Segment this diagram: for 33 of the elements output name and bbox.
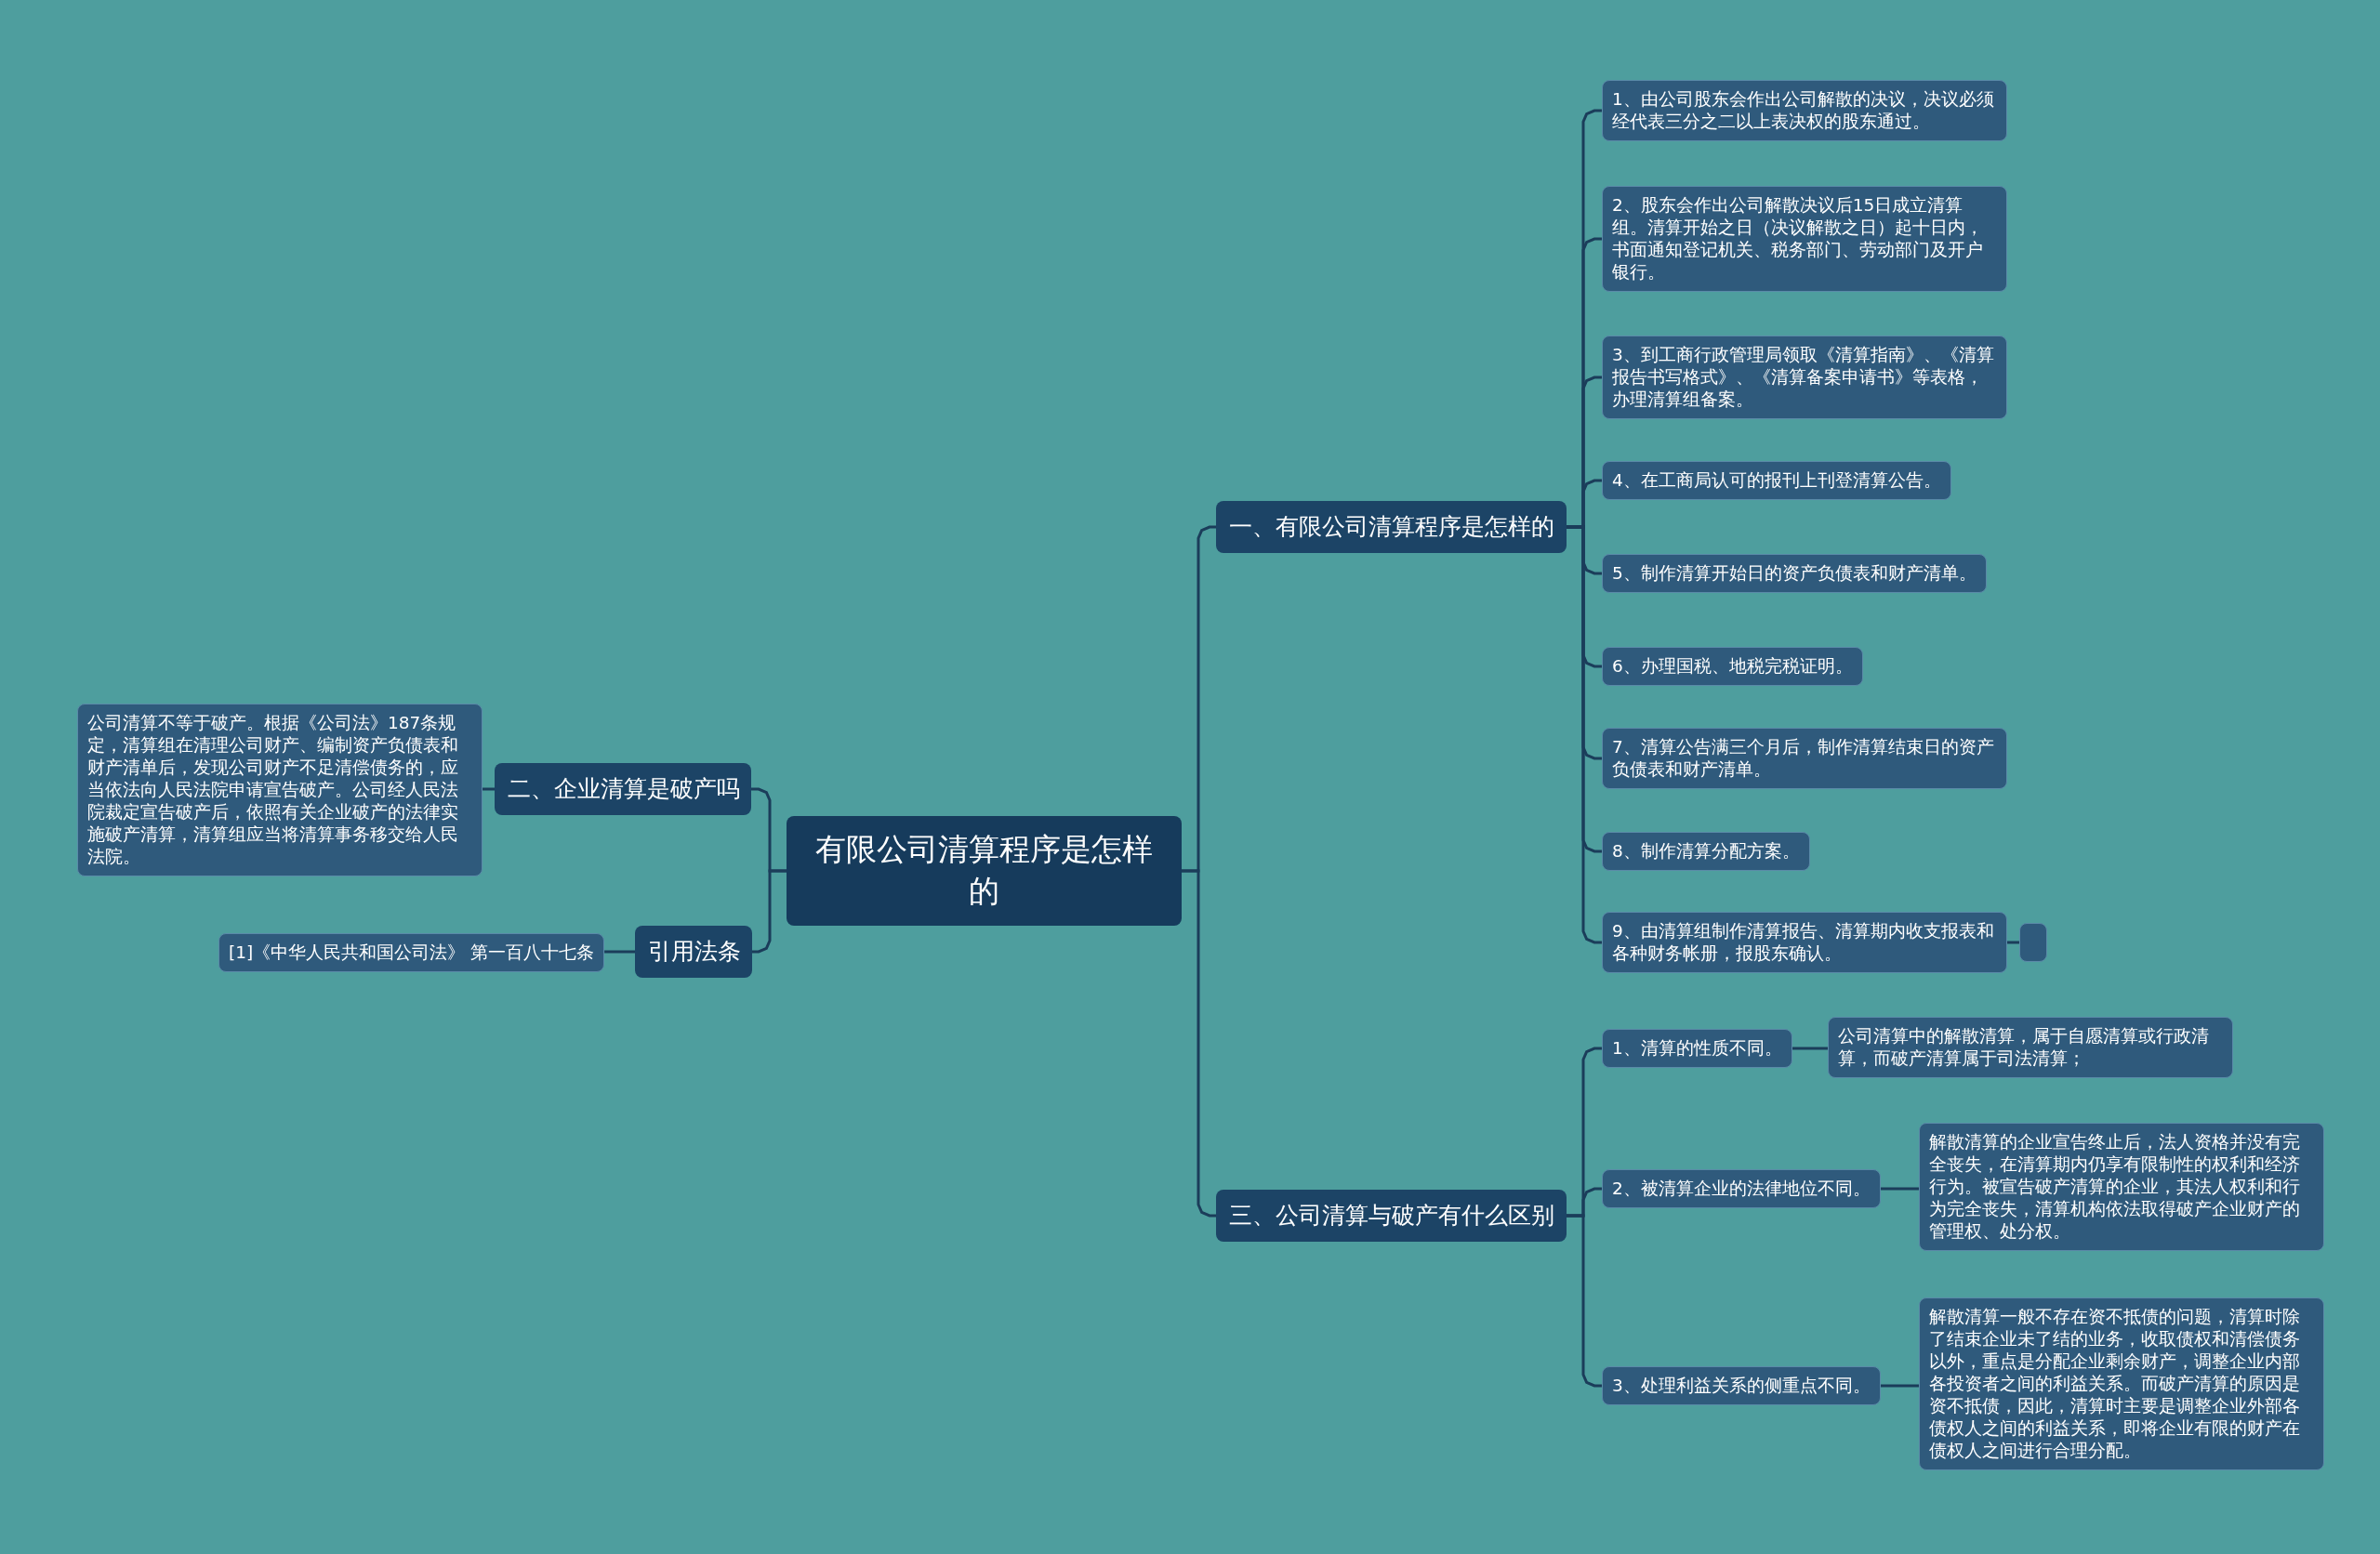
connector-line bbox=[2007, 941, 2019, 944]
leaf-topic: 2、被清算企业的法律地位不同。 bbox=[1602, 1168, 1881, 1208]
leaf-topic: 公司清算中的解散清算，属于自愿清算或行政清算，而破产清算属于司法清算； bbox=[1828, 1016, 2233, 1079]
leaf-topic: 7、清算公告满三个月后，制作清算结束日的资产负债表和财产清单。 bbox=[1602, 727, 2007, 790]
leaf-topic: 4、在工商局认可的报刊上刊登清算公告。 bbox=[1602, 460, 1951, 500]
leaf-topic: 1、清算的性质不同。 bbox=[1602, 1028, 1792, 1068]
connector-line bbox=[1567, 525, 1602, 944]
leaf-topic: 2、股东会作出公司解散决议后15日成立清算组。清算开始之日（决议解散之日）起十日内，书面通知登记机关、税务部门、劳动部门及开户银行。 bbox=[1602, 185, 2007, 293]
leaf-topic: 解散清算的企业宣告终止后，法人资格并没有完全丧失，在清算期内仍享有限制性的权利和经济行为。被宣告破产清算的企业，其法人权利和行为完全丧失，清算机构依法取得破产企业财产的管理权、处分权。 bbox=[1919, 1122, 2324, 1252]
connector-line bbox=[1567, 1214, 1602, 1388]
connector-line bbox=[604, 950, 635, 954]
branch-topic: 引用法条 bbox=[635, 925, 752, 979]
leaf-topic: 1、由公司股东会作出公司解散的决议，决议必须经代表三分之二以上表决权的股东通过。 bbox=[1602, 79, 2007, 142]
leaf-topic: 解散清算一般不存在资不抵债的问题，清算时除了结束企业未了结的业务，收取债权和清偿债务以外，重点是分配企业剩余财产，调整企业内部各投资者之间的利益关系。而破产清算的原因是资不抵债，因此，清算时主要是调整企业外部各债权人之间的利益关系，即将企业有限的财产在债权人之间进行合理分配。 bbox=[1919, 1297, 2324, 1471]
leaf-topic: 公司清算不等于破产。根据《公司法》187条规定，清算组在清理公司财产、编制资产负债表和财产清单后，发现公司财产不足清偿债务的，应当依法向人民法院申请宣告破产。公司经人民法院裁定宣告破产后，依照有关企业破产的法律实施破产清算，清算组应当将清算事务移交给人民法院。 bbox=[77, 703, 483, 877]
leaf-topic: 6、办理国税、地税完税证明。 bbox=[1602, 646, 1863, 686]
leaf-topic: 3、到工商行政管理局领取《清算指南》、《清算报告书写格式》、《清算备案申请书》等表格，办理清算组备案。 bbox=[1602, 335, 2007, 420]
leaf-topic: [1]《中华人民共和国公司法》 第一百八十七条 bbox=[218, 932, 605, 972]
branch-topic: 一、有限公司清算程序是怎样的 bbox=[1216, 500, 1567, 554]
leaf-topic: 9、由清算组制作清算报告、清算期内收支报表和各种财务帐册，报股东确认。 bbox=[1602, 911, 2007, 974]
empty-box bbox=[2019, 923, 2047, 962]
branch-topic: 二、企业清算是破产吗 bbox=[495, 762, 751, 816]
leaf-topic: 3、处理利益关系的侧重点不同。 bbox=[1602, 1365, 1881, 1405]
root-topic: 有限公司清算程序是怎样的 bbox=[787, 816, 1182, 926]
branch-topic: 三、公司清算与破产有什么区别 bbox=[1216, 1189, 1567, 1243]
leaf-topic: 5、制作清算开始日的资产负债表和财产清单。 bbox=[1602, 553, 1987, 593]
connector-line bbox=[1880, 1384, 1919, 1388]
connector-line bbox=[752, 869, 787, 954]
connector-line bbox=[1182, 869, 1216, 1218]
connector-line bbox=[1880, 1187, 1919, 1191]
connector-line bbox=[483, 787, 495, 791]
leaf-topic: 8、制作清算分配方案。 bbox=[1602, 831, 1810, 871]
connector-line bbox=[1792, 1047, 1828, 1050]
